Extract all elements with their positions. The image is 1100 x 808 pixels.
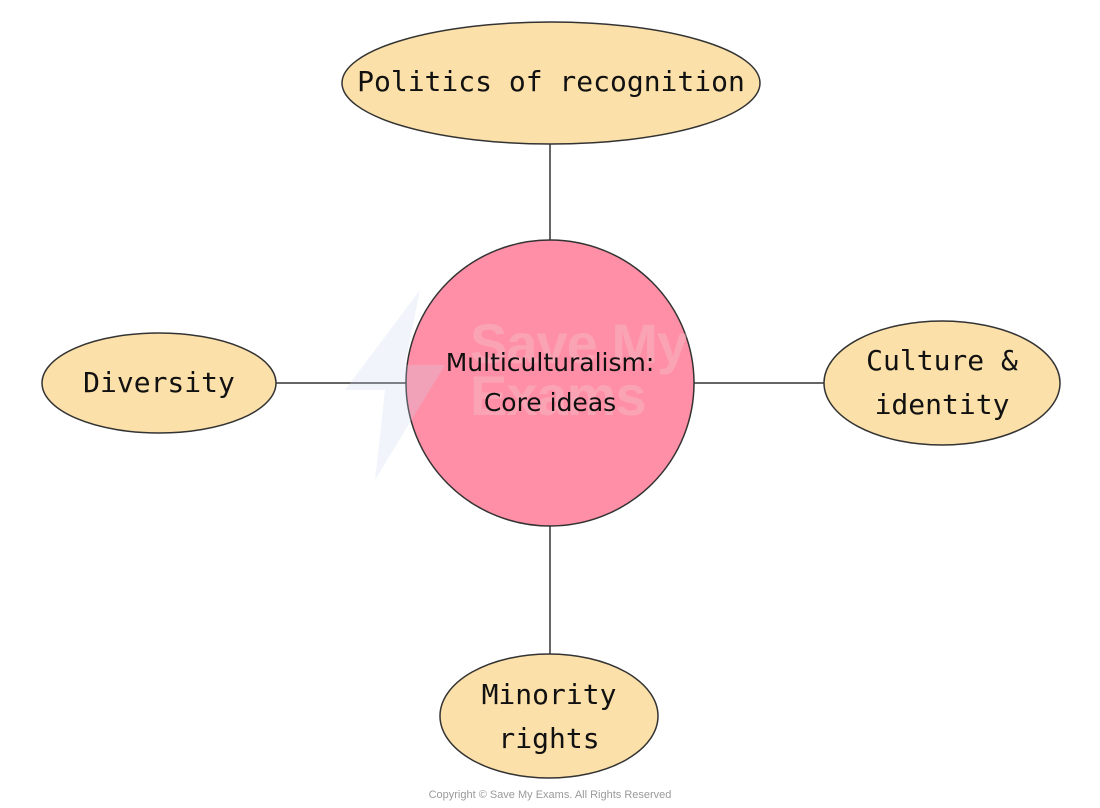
watermark-text: Save My Exams bbox=[470, 312, 688, 427]
node-right-ellipse bbox=[823, 320, 1061, 446]
watermark-logo bbox=[345, 290, 445, 480]
central-circle bbox=[405, 239, 695, 527]
central-label: Multiculturalism: Core ideas bbox=[445, 348, 655, 417]
node-top-label: Politics of recognition bbox=[357, 65, 745, 98]
node-bottom-label: Minority rights bbox=[481, 678, 617, 755]
node-top-ellipse bbox=[341, 21, 761, 145]
copyright-text: Copyright © Save My Exams. All Rights Re… bbox=[428, 789, 672, 801]
node-left-label: Diversity bbox=[83, 366, 235, 399]
node-left-ellipse bbox=[41, 332, 277, 434]
node-bottom-ellipse bbox=[439, 653, 659, 779]
node-right-label: Culture & identity bbox=[866, 344, 1018, 421]
